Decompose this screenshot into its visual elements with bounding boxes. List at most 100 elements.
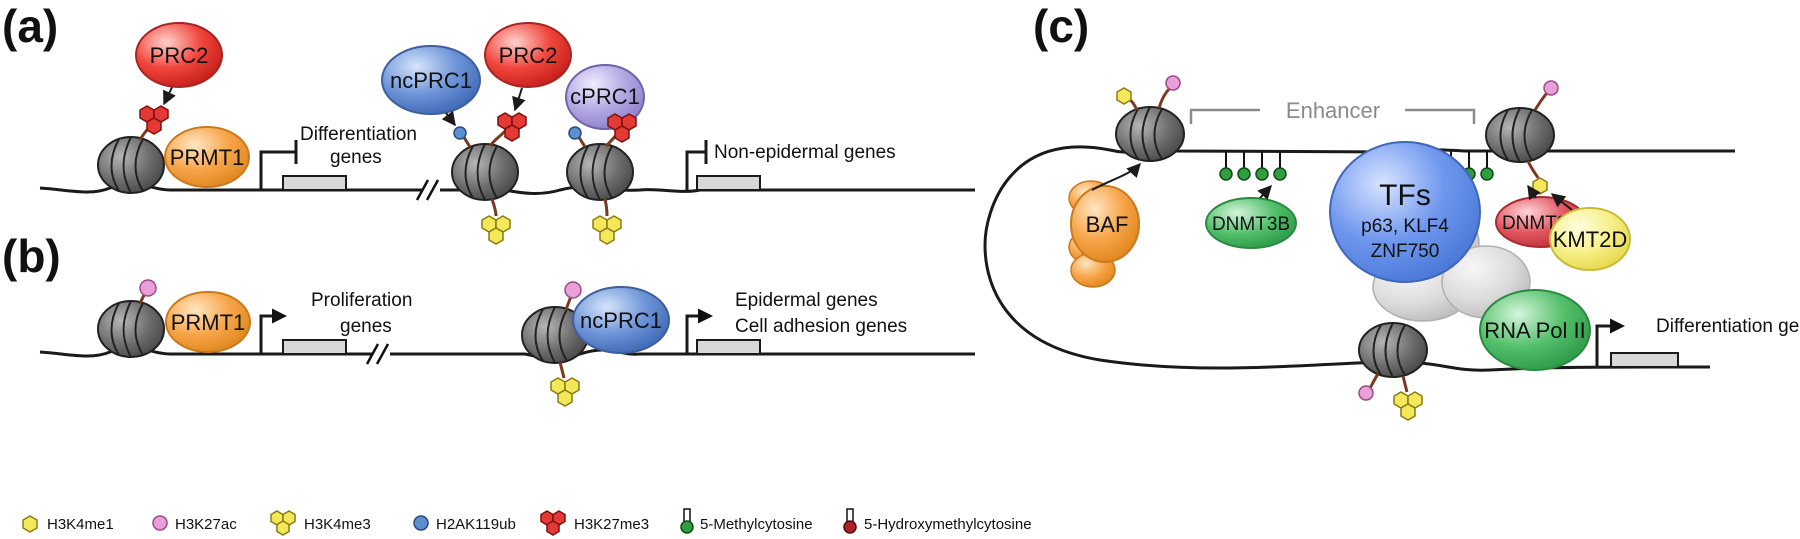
h2ak119ub-mark [453,126,467,140]
repressed-promoter [259,140,298,190]
diff-genes-label-line1: Differentiation [300,124,417,145]
dnmt3b-label: DNMT3B [1212,214,1290,235]
legend-label: H3K4me1 [47,516,114,533]
arrow [1550,193,1573,211]
h3k4me1-mark [1532,177,1548,195]
legend-label: H3K4me3 [304,516,371,533]
histone-tail [1533,90,1550,111]
dna-break [425,179,440,201]
rna-pol-ii [1479,289,1591,371]
lollipop-green-icon [680,508,694,534]
legend-label: 5-Methylcytosine [700,516,813,533]
cprc1-label: cPRC1 [570,84,640,109]
histone-tail [603,198,609,217]
prc2-label: PRC2 [150,43,209,68]
lollipop-red-icon [843,508,857,534]
legend-item: H2AK119ub [413,515,516,533]
nucleosome [1115,106,1185,162]
gene-box [282,339,347,355]
dna-strand-a-left [39,182,422,194]
h3k4me3-mark [1393,391,1423,421]
h3k27ac-mark [1358,385,1374,401]
histone-tail [488,129,508,147]
h3k27ac-mark [564,281,582,299]
legend-item: H3K27ac [152,515,237,533]
circle-pink-icon [152,515,168,531]
circle-blue-icon [413,515,429,531]
non-epidermal-genes-label: Non-epidermal genes [714,142,896,163]
baf-complex [1068,180,1140,288]
nucleosome [451,143,519,201]
ncprc1-complex [572,286,670,354]
prmt1-protein [164,126,250,188]
gene-box [1610,352,1679,368]
nucleosome [97,300,165,358]
prmt1-protein [165,291,251,353]
dna-break [365,343,380,365]
methylcytosine-mark [1219,151,1233,181]
dnmt3b-enzyme [1205,197,1297,249]
legend-label: H3K27ac [175,516,237,533]
h3k4me3-mark [550,377,580,407]
arrow [512,87,526,112]
h3k4me3-mark [481,215,511,245]
legend-item: H3K4me1 [22,515,114,533]
rna-pol-ii-label: RNA Pol II [1484,318,1585,343]
h3k27ac-mark [139,279,157,297]
dna-strand-b-right [390,348,975,361]
nucleosome [566,143,634,201]
panel-label-a: (a) [2,0,58,52]
nucleosome [521,306,589,364]
h2ak119ub-mark [568,126,582,140]
legend: H3K4me1 H3K27ac H3K4me3 H2AK119ub H3K27m… [22,508,1032,536]
ncprc1-label: ncPRC1 [580,308,662,333]
tfs-members-line2: ZNF750 [1371,241,1440,262]
h3k27me3-mark [607,113,637,143]
active-promoter [259,308,287,354]
h3k27ac-mark [1165,75,1181,91]
epidermal-genes-label-line2: Cell adhesion genes [735,316,907,337]
methylcytosine-mark [1273,151,1287,181]
histone-tail [1401,375,1409,393]
arrow [1527,184,1541,201]
hexagon-yellow-icon [22,515,38,533]
transcription-factors [1329,141,1481,283]
h3k27me3-mark [497,112,527,142]
gene-box [282,175,347,191]
nucleosome [97,136,165,194]
h3k4me1-mark [1116,87,1132,105]
histone-tail [558,361,566,379]
gene-box [696,175,761,191]
legend-label: H3K27me3 [574,516,649,533]
panel-label-b: (b) [2,230,61,282]
panel-c: Enhancer [983,75,1800,421]
prc2-complex [135,22,223,88]
prmt1-label: PRMT1 [171,310,246,335]
prmt1-label: PRMT1 [170,145,245,170]
dna-break [415,179,430,201]
histone-tail [1368,373,1380,389]
nucleosome [1485,107,1555,163]
histone-tail [490,198,498,217]
arrow [441,110,456,127]
h3k27ac-mark [1543,80,1559,96]
ncprc1-label: ncPRC1 [390,68,472,93]
histone-tail [1526,160,1540,179]
nucleosome [1358,322,1428,378]
cprc1-complex [565,64,645,130]
diff-genes-label-line2: genes [330,147,382,168]
dna-strand-b-left [39,346,372,358]
legend-label: 5-Hydroxymethylcytosine [864,516,1032,533]
tfs-title: TFs [1379,179,1431,212]
methylcytosine-mark [1480,151,1494,181]
dna-break [375,343,390,365]
panel-b: PRMT1 Proliferation genes ncPRC1 Epiderm… [39,279,975,407]
kmt2d-label: KMT2D [1553,227,1628,252]
prc2-label: PRC2 [499,43,558,68]
bivalent-promoter [685,140,708,190]
diff-genes-label-c: Differentiation genes [1656,316,1800,337]
epidermal-genes-label-line1: Epidermal genes [735,290,878,311]
ncprc1-complex [381,45,481,115]
tfs-members-line1: p63, KLF4 [1361,216,1449,237]
